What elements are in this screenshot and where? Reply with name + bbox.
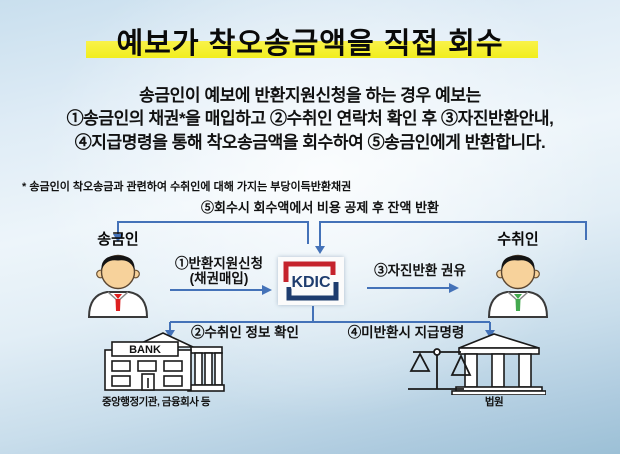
arrowhead-right-receiver-icon bbox=[449, 283, 459, 293]
intro-line-2: ①송금인의 채권*을 매입하고 ②수취인 연락처 확인 후 ③자진반환안내, bbox=[66, 109, 554, 128]
arrow-kdic-to-institutions bbox=[169, 306, 491, 330]
title-block: 예보가 착오송금액을 직접 회수 bbox=[0, 20, 620, 62]
receiver-tie bbox=[515, 299, 521, 311]
arrow-kdic-to-sender bbox=[117, 221, 309, 244]
intro-line-1: 송금인이 예보에 반환지원신청을 하는 경우 예보는 bbox=[139, 86, 481, 105]
title-highlight-bar bbox=[86, 41, 538, 58]
bank-sign-text: BANK bbox=[129, 344, 161, 356]
court-building-icon bbox=[408, 333, 546, 395]
kdic-logo: KDIC bbox=[278, 257, 344, 305]
flow-step1-line1: ①반환지원신청 bbox=[174, 256, 264, 271]
sender-label: 송금인 bbox=[97, 231, 139, 248]
kdic-logo-text: KDIC bbox=[291, 274, 331, 291]
receiver-person-icon bbox=[487, 254, 549, 318]
receiver-label: 수취인 bbox=[497, 231, 539, 248]
arrowhead-down-sender-icon bbox=[113, 234, 123, 242]
scales-of-justice-icon bbox=[408, 348, 472, 390]
flow-step1-label: ①반환지원신청 (채권매입) bbox=[163, 256, 275, 286]
arrowhead-down-kdic-icon bbox=[315, 246, 325, 254]
flow-step2-label: ②수취인 정보 확인 bbox=[191, 325, 299, 340]
arrowhead-down-court-icon bbox=[485, 330, 495, 338]
bank-caption: 중앙행정기관, 금융회사 등 bbox=[101, 396, 211, 408]
bank-building-icon: BANK bbox=[104, 332, 225, 392]
arrowhead-down-bank-icon bbox=[165, 330, 175, 338]
flow-step4-label: ④미반환시 지급명령 bbox=[347, 325, 465, 340]
footnote: * 송금인이 착오송금과 관련하여 수취인에 대해 가지는 부당이득반환채권 bbox=[22, 181, 352, 193]
kdic-logo-icon: KDIC bbox=[283, 261, 339, 301]
arrow-receiver-to-kdic bbox=[319, 221, 587, 246]
page-title: 예보가 착오송금액을 직접 회수 bbox=[116, 28, 504, 60]
arrowhead-right-kdic-icon bbox=[262, 285, 272, 295]
sender-tie bbox=[115, 299, 121, 311]
court-caption: 법원 bbox=[484, 396, 504, 408]
flow-step3-label: ③자진반환 권유 bbox=[374, 263, 466, 278]
flow-step1-line2: (채권매입) bbox=[189, 271, 249, 286]
intro-line-3: ④지급명령을 통해 착오송금액을 회수하여 ⑤송금인에게 반환합니다. bbox=[74, 133, 546, 152]
flow-step5-label: ⑤회수시 회수액에서 비용 공제 후 잔액 반환 bbox=[201, 200, 439, 215]
sender-person-icon bbox=[87, 254, 149, 318]
